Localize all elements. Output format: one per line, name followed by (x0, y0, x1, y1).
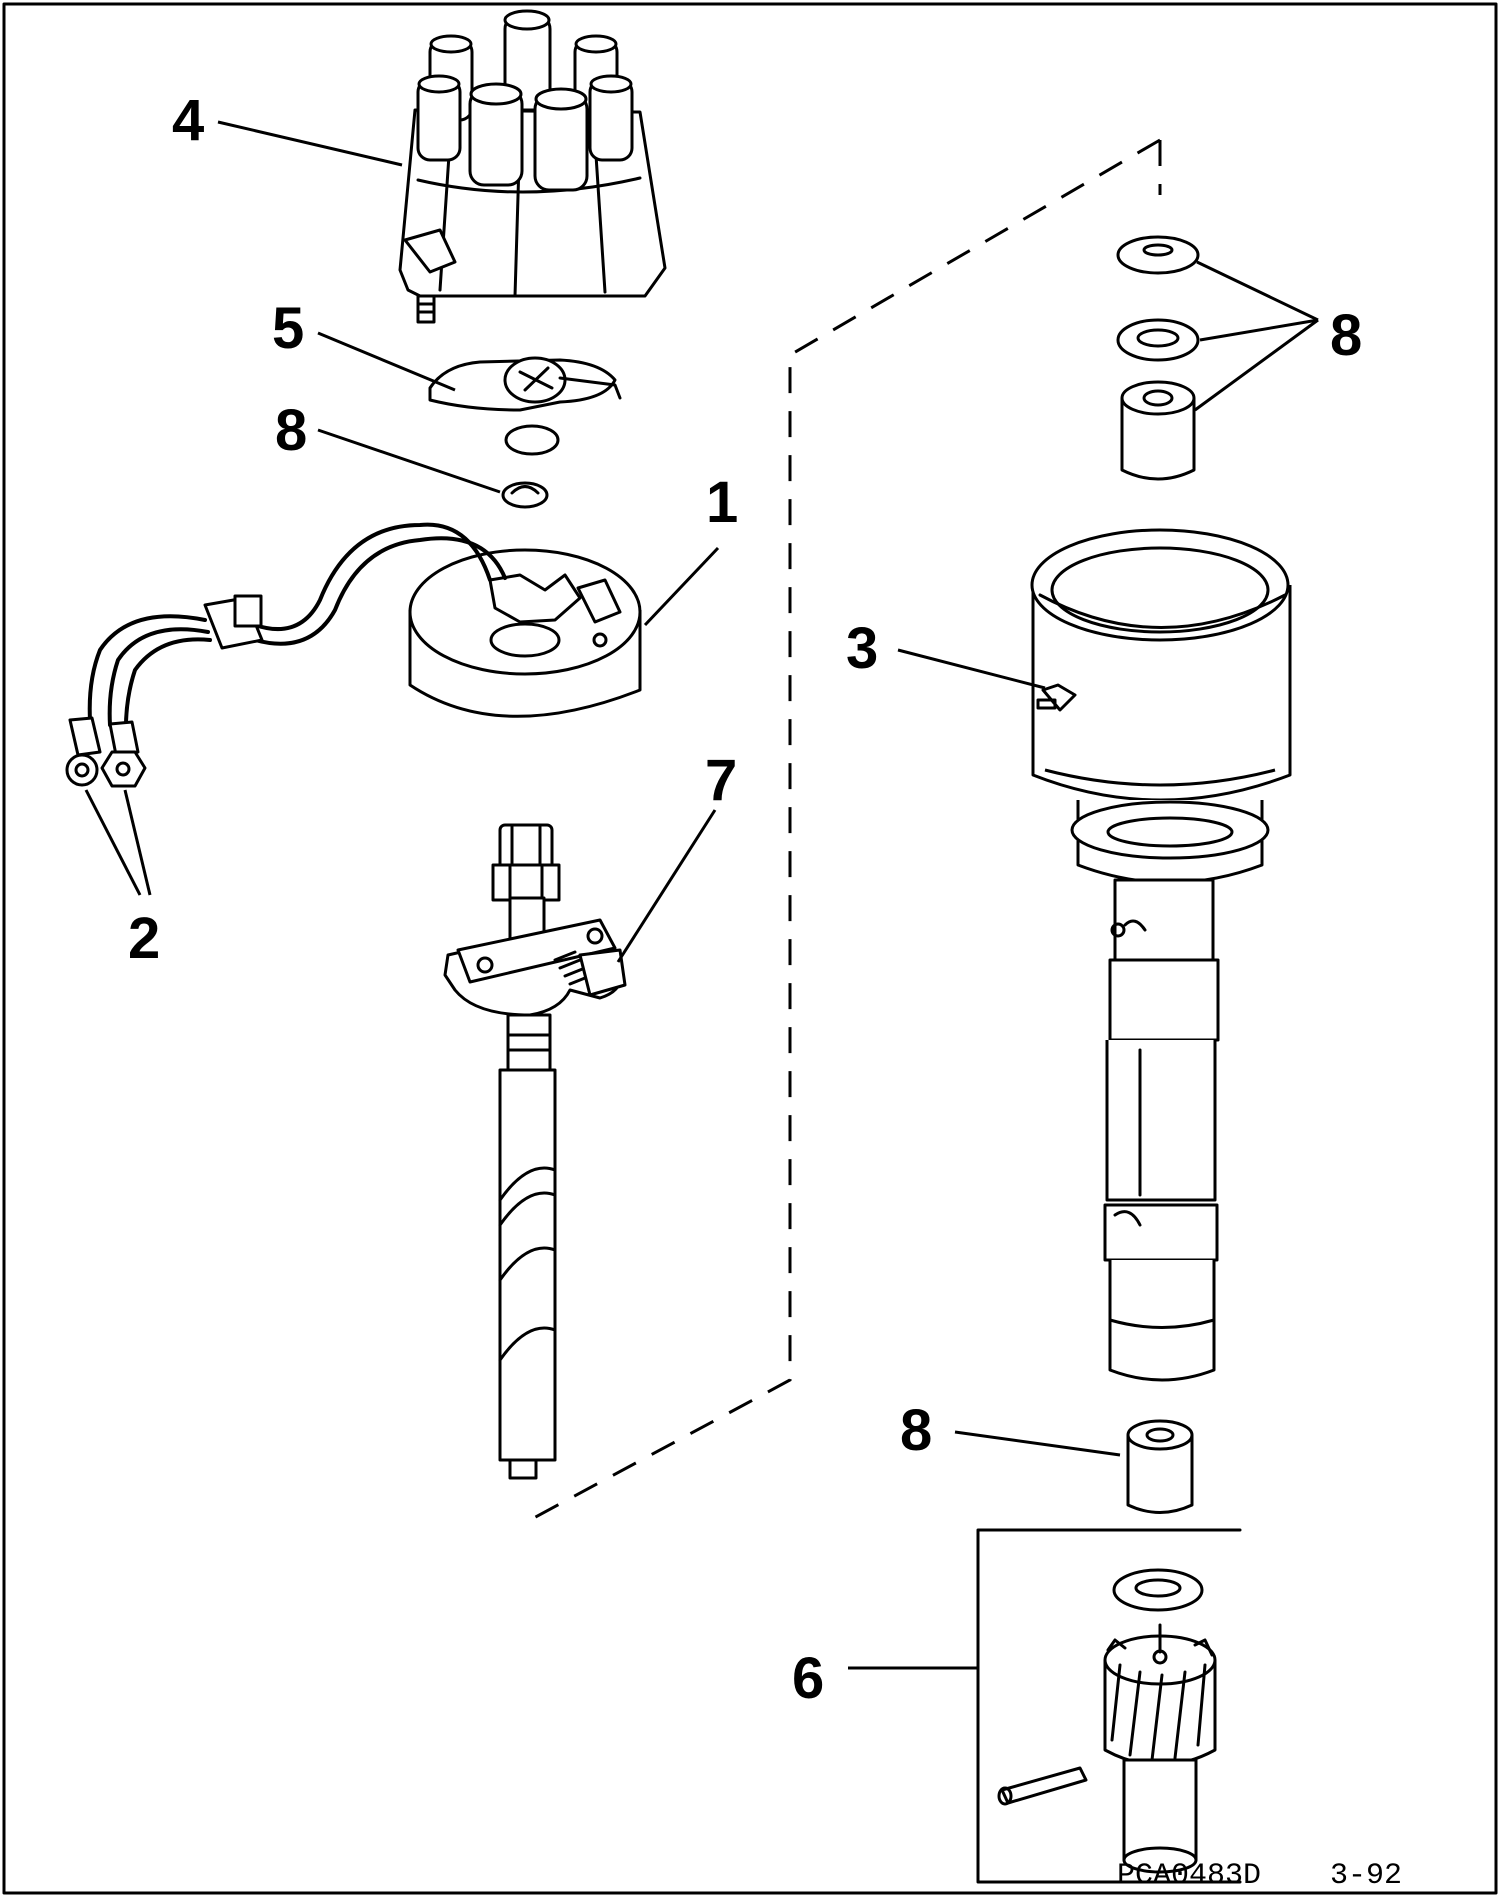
leader-8-top-a (1196, 260, 1319, 322)
gear-kit-bracket (976, 1528, 1242, 1884)
upper-washer (1116, 235, 1200, 275)
callout-4: 4 (172, 88, 204, 153)
leader-8-top-b (1199, 318, 1319, 342)
alignment-dashed-line (528, 138, 1162, 1530)
callout-8-bottom: 8 (900, 1398, 932, 1463)
distributor-shaft (443, 823, 627, 1480)
callout-7: 7 (705, 748, 737, 813)
leader-3 (897, 648, 1046, 690)
callout-2: 2 (128, 906, 160, 971)
page-reference: 3-92 (1330, 1859, 1402, 1893)
gear-washer (1112, 1568, 1204, 1612)
leader-7 (616, 809, 717, 963)
leader-5 (317, 331, 456, 392)
callout-1: 1 (706, 470, 738, 535)
drive-gear (1103, 1623, 1217, 1874)
distributor-housing (1030, 528, 1292, 1382)
leader-1 (643, 546, 720, 627)
leader-4 (217, 120, 403, 167)
pickup-coil (408, 548, 642, 718)
callout-8-top: 8 (1330, 303, 1362, 368)
wire-harness (65, 522, 507, 788)
roll-pin (997, 1766, 1088, 1806)
leader-2b (123, 789, 152, 896)
thrust-washer (1116, 318, 1200, 362)
callout-8-rotor: 8 (275, 398, 307, 463)
leader-8-top-c (1194, 318, 1319, 412)
distributor-cap (398, 9, 667, 324)
callout-5: 5 (272, 296, 304, 361)
lower-bushing (1126, 1419, 1194, 1514)
leader-2a (84, 789, 142, 896)
upper-bushing (1120, 380, 1196, 481)
retaining-clip (501, 481, 549, 509)
leader-8-bottom (954, 1430, 1121, 1457)
part-code: PCA0483D (1117, 1859, 1261, 1893)
rotor (428, 356, 622, 456)
leader-8-rotor (317, 428, 501, 494)
callout-3: 3 (846, 616, 878, 681)
callout-6: 6 (792, 1646, 824, 1711)
